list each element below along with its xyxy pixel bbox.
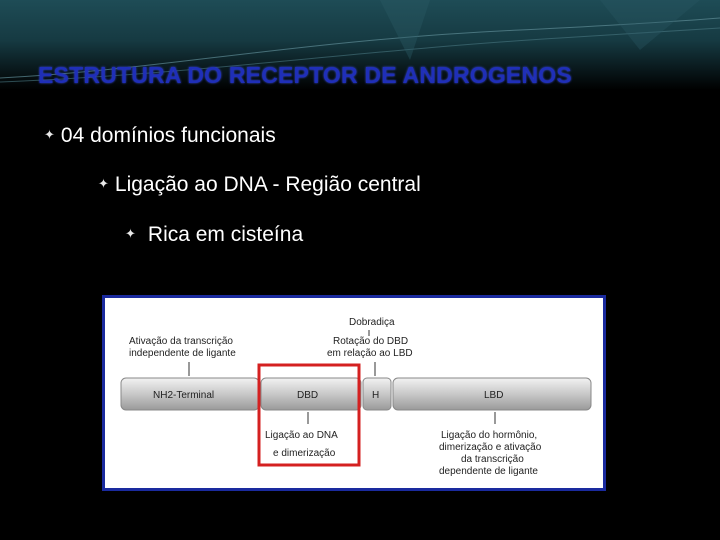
bullet-text: Ligação ao DNA - Região central [114, 173, 421, 196]
dbd-label: DBD [297, 390, 318, 401]
bullet-text: 04 domínios funcionais [60, 124, 276, 147]
nh2-terminal-label: NH2-Terminal [153, 390, 214, 401]
lbd-function-line2: dimerização e ativação [439, 442, 542, 453]
hinge-title-label: Dobradiça [349, 317, 395, 328]
bullet-text: Rica em cisteína [147, 223, 304, 246]
dbd-segment [260, 377, 362, 411]
left-label-line2: independente de ligante [129, 348, 236, 359]
center-label-line1: Rotação do DBD [333, 336, 408, 347]
header-decoration [0, 0, 720, 83]
lbd-label: LBD [484, 390, 503, 401]
bullet-level-3: ✦ Rica em cisteína [125, 223, 303, 247]
lbd-segment [392, 377, 592, 411]
dbd-function-line2: e dimerização [273, 448, 336, 459]
bullet-icon: ✦ [44, 127, 55, 142]
lbd-function-line3: da transcrição [461, 454, 524, 465]
bullet-level-1: ✦ 04 domínios funcionais [44, 124, 276, 148]
hinge-label: H [372, 390, 379, 401]
slide-title: ESTRUTURA DO RECEPTOR DE ANDROGENOS [38, 62, 572, 88]
center-label-line2: em relação ao LBD [327, 348, 413, 359]
hinge-segment [362, 377, 392, 411]
header-band [0, 0, 720, 90]
lbd-function-line1: Ligação do hormônio, [441, 430, 537, 441]
bullet-icon: ✦ [125, 226, 136, 241]
receptor-diagram: Dobradiça Ativação da transcrição indepe… [102, 295, 606, 491]
receptor-diagram-svg: Dobradiça Ativação da transcrição indepe… [120, 317, 592, 477]
bullet-icon: ✦ [98, 176, 109, 191]
dbd-highlight-box [257, 363, 361, 467]
lbd-function-line4: dependente de ligante [439, 466, 538, 477]
dbd-function-line1: Ligação ao DNA [265, 430, 338, 441]
left-label-line1: Ativação da transcrição [129, 336, 233, 347]
bullet-level-2: ✦ Ligação ao DNA - Região central [98, 173, 421, 197]
